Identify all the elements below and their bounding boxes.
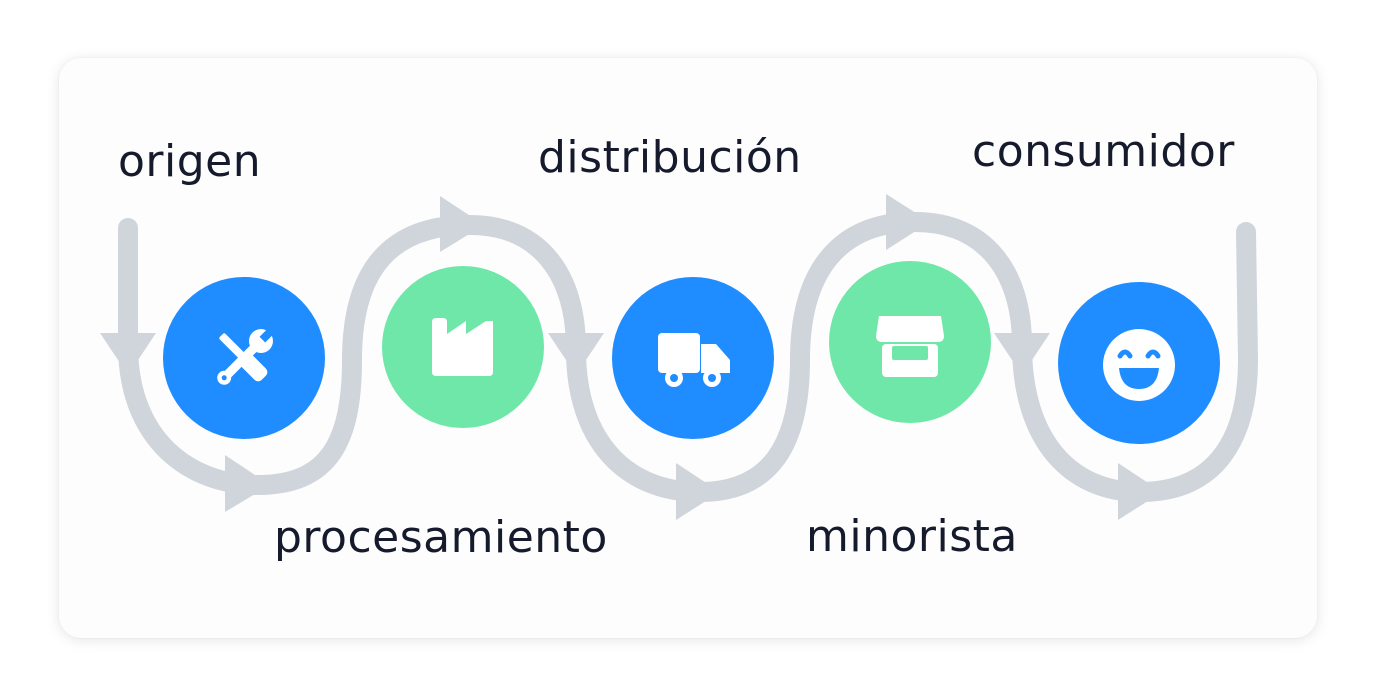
tools-icon bbox=[217, 326, 276, 385]
label-minorista: minorista bbox=[806, 511, 1018, 562]
arrow-right-1 bbox=[225, 455, 270, 512]
label-consumidor: consumidor bbox=[972, 126, 1235, 177]
label-origen: origen bbox=[118, 136, 262, 187]
arrow-down-2 bbox=[548, 333, 604, 375]
label-distribucion: distribución bbox=[538, 132, 802, 183]
stage-minorista bbox=[829, 261, 991, 423]
arrow-right-2 bbox=[440, 196, 484, 252]
truck-icon bbox=[658, 333, 730, 387]
arrow-right-4 bbox=[886, 194, 930, 250]
stage-origen bbox=[163, 277, 325, 439]
smile-icon bbox=[1103, 329, 1175, 401]
stage-distribucion bbox=[612, 277, 774, 439]
arrow-right-3 bbox=[676, 463, 720, 520]
label-procesamiento: procesamiento bbox=[274, 512, 608, 563]
arrow-down-3 bbox=[994, 333, 1050, 375]
factory-icon bbox=[432, 318, 493, 376]
arrow-down-1 bbox=[100, 333, 156, 375]
stage-consumidor bbox=[1058, 282, 1220, 444]
arrow-right-5 bbox=[1118, 463, 1162, 520]
store-icon bbox=[876, 316, 944, 377]
stage-procesamiento bbox=[382, 266, 544, 428]
